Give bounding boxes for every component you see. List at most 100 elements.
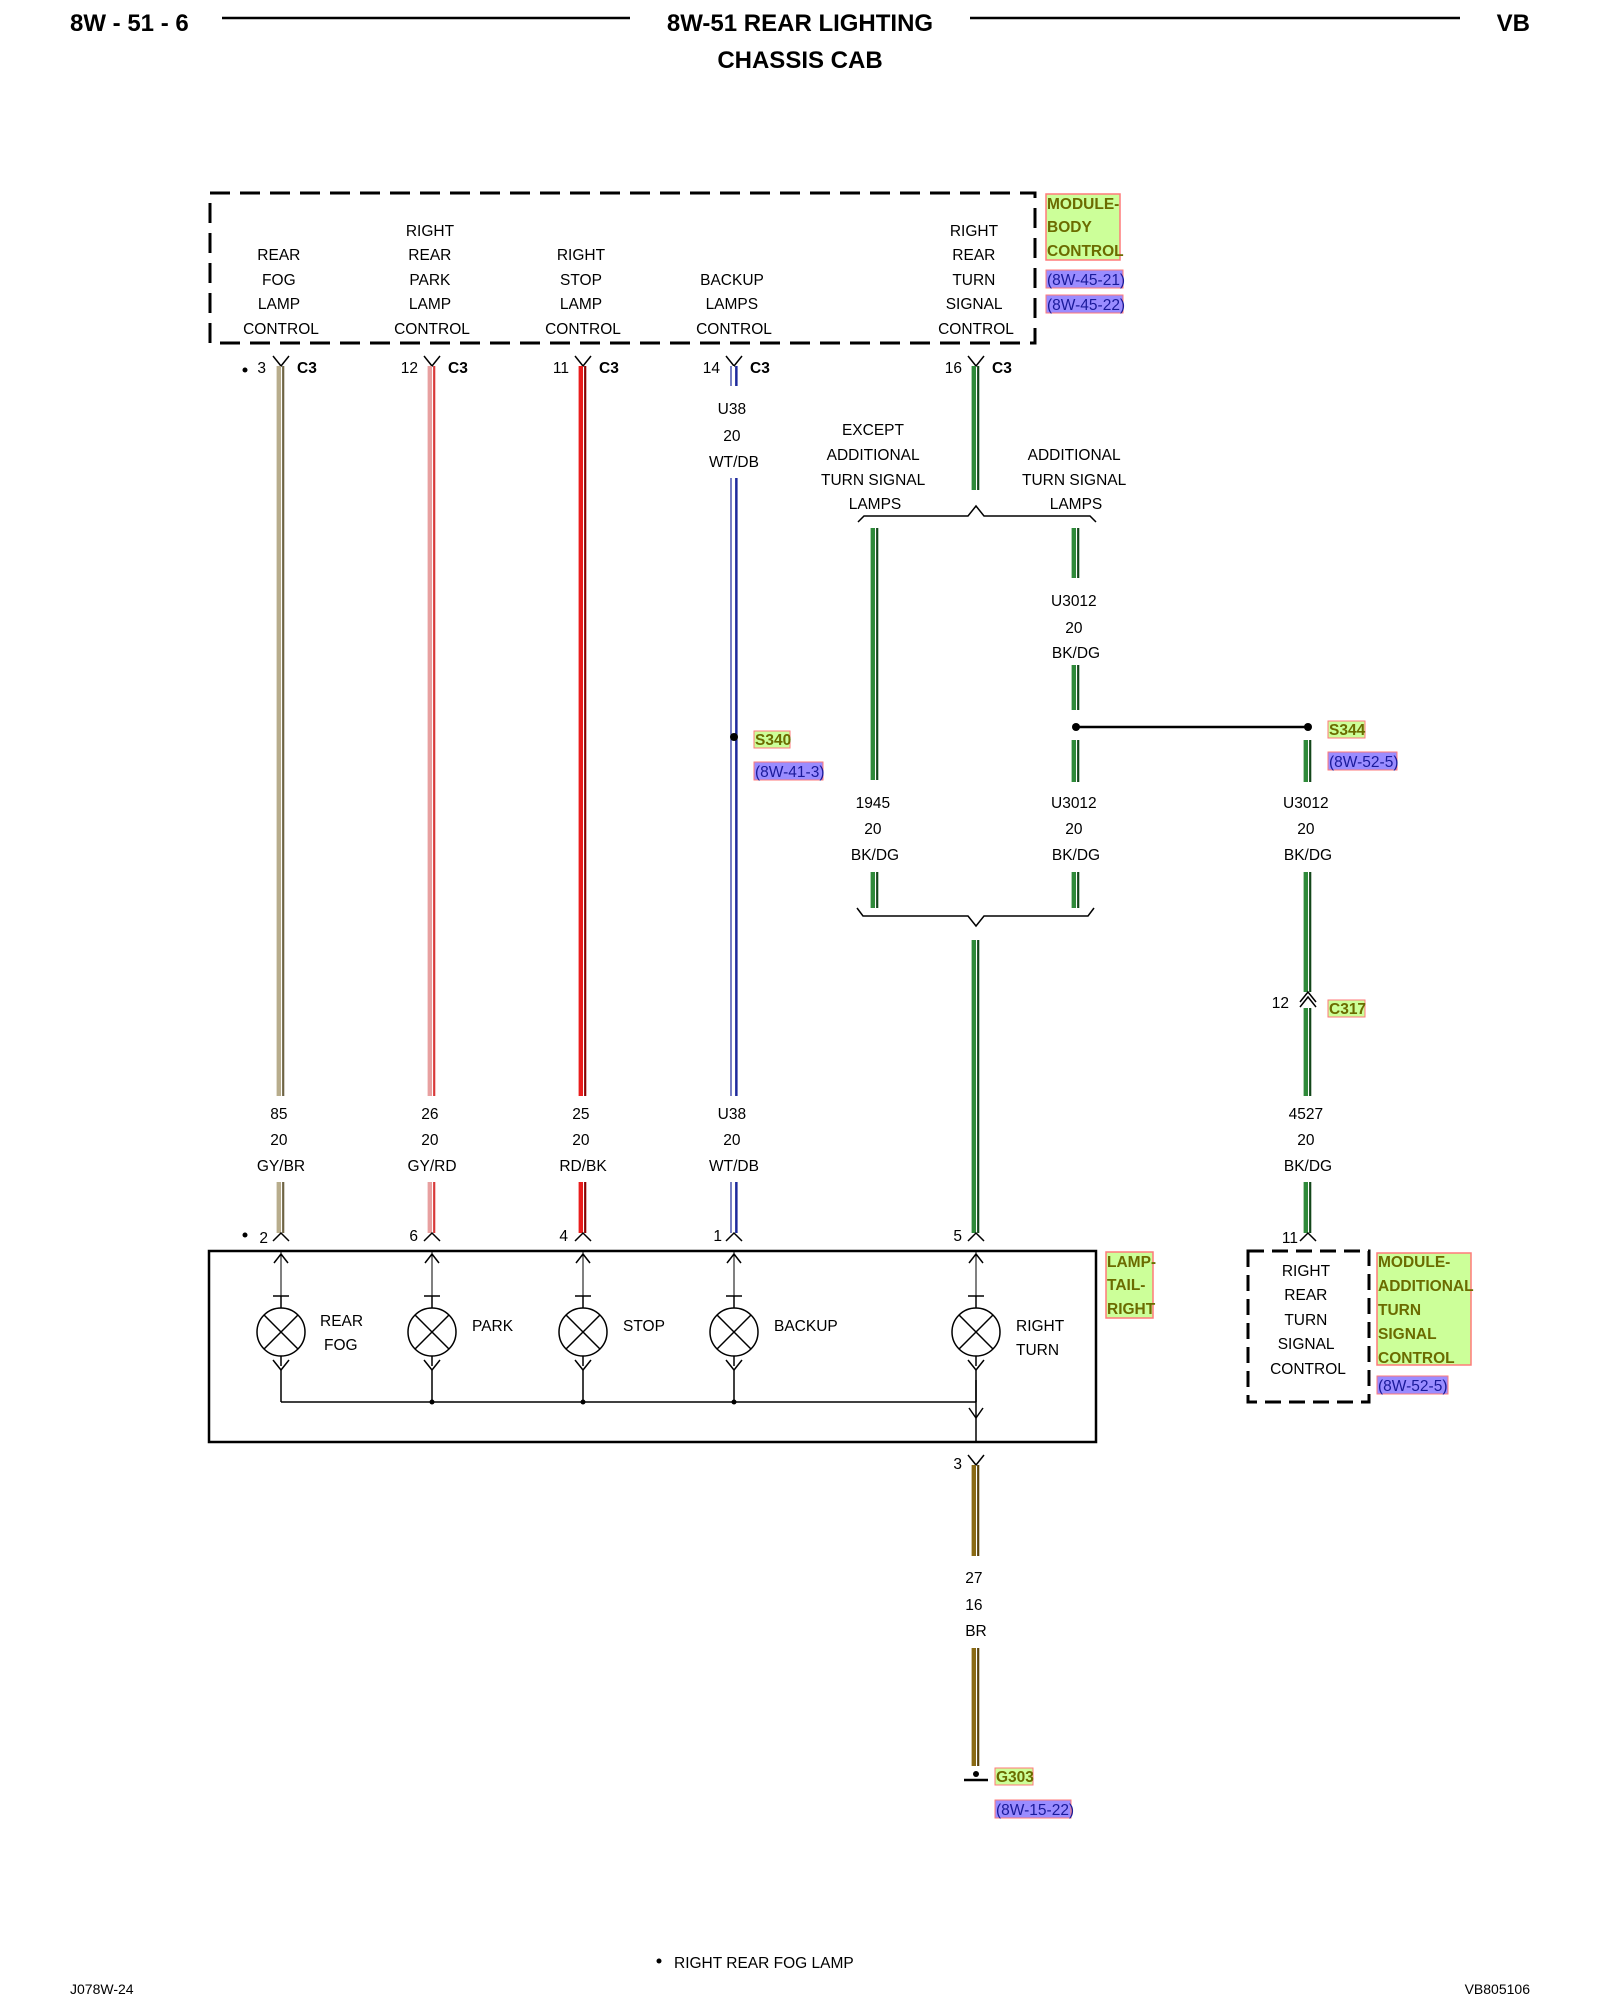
bcm-pin-fog: 3: [257, 360, 266, 377]
ground-chevron: [967, 1454, 985, 1467]
lamp-ground-arrow: [968, 1407, 984, 1420]
wire-turn-from-bcm: [971, 366, 980, 490]
splice-s340-ref[interactable]: (8W-41-3): [753, 761, 824, 781]
wire-backup-lower: [729, 1182, 738, 1233]
lamp-pin-backup: 1: [713, 1228, 722, 1245]
splice-s344-tag[interactable]: S344: [1327, 720, 1366, 739]
wire-ground-upper: [971, 1465, 980, 1556]
wire-label-u3012-upper: U3012 20 BK/DG: [1051, 593, 1101, 662]
splice-s344-dot-right: [1304, 723, 1312, 731]
bulb-label-rear-fog: REAR FOG: [320, 1313, 367, 1354]
bulb-label-backup: BACKUP: [774, 1318, 838, 1335]
svg-text:MODULE- ADDITIONAL: MODULE- ADDITIONAL TURN SIGNAL CONTROL: [1378, 1254, 1478, 1367]
bcm-chevron-stop: [574, 355, 592, 368]
wire-label-ground: 27 16 BR: [965, 1570, 987, 1640]
wire-label-4527: 4527 20 BK/DG: [1284, 1106, 1332, 1175]
bcm-function-rear-fog: REAR FOG LAMP CONTROL: [243, 247, 319, 338]
wire-label-backup: U38 20 WT/DB: [709, 1106, 759, 1175]
wire-label-u3012-lower: U3012 20 BK/DG: [1051, 795, 1101, 864]
wire-fog-lower: [276, 1182, 285, 1233]
option-brace-top: [857, 504, 1097, 523]
turn-module-chevron: [1299, 1231, 1317, 1242]
connector-c317-symbol: [1299, 990, 1317, 1008]
svg-text:S344: S344: [1329, 722, 1366, 739]
svg-text:S340: S340: [755, 732, 791, 749]
wire-u3012-to-splice: [1071, 665, 1080, 710]
svg-text:(8W-52-5): (8W-52-5): [1329, 754, 1398, 771]
svg-text:(8W-52-5): (8W-52-5): [1378, 1378, 1447, 1395]
bcm-function-backup: BACKUP LAMPS CONTROL: [696, 272, 772, 338]
turn-module-tag[interactable]: MODULE- ADDITIONAL TURN SIGNAL CONTROL: [1376, 1252, 1478, 1367]
bcm-ref-link-1[interactable]: (8W-45-21): [1045, 269, 1125, 289]
bcm-connector-backup: C3: [750, 360, 770, 377]
bulb-right-turn: [951, 1251, 1001, 1402]
wire-1945-upper: [870, 528, 879, 780]
wire-label-park: 26 20 GY/RD: [407, 1106, 456, 1175]
svg-text:G303: G303: [996, 1769, 1034, 1786]
turn-signal-module-box: [1246, 1249, 1371, 1404]
bcm-connector-park: C3: [448, 360, 468, 377]
wire-1945-lower: [870, 872, 879, 908]
wire-fog-upper: [276, 366, 285, 1096]
bulb-park: [407, 1251, 457, 1405]
lamp-chevron-fog: [272, 1231, 290, 1242]
lamp-pin-turn: 5: [953, 1228, 962, 1245]
wires: [272, 355, 1317, 1766]
wire-label-stop: 25 20 RD/BK: [559, 1106, 607, 1175]
svg-text:(8W-45-22): (8W-45-22): [1047, 297, 1125, 314]
bcm-function-stop: RIGHT STOP LAMP CONTROL: [545, 247, 621, 338]
bcm-functions: REAR FOG LAMP CONTROL RIGHT REAR PARK LA…: [243, 223, 1014, 338]
svg-text:LAMP- TAIL- RIGHT: LAMP- TAIL- RIGHT: [1107, 1254, 1160, 1318]
connector-c317-tag[interactable]: C317: [1327, 999, 1366, 1018]
bcm-pin-backup: 14: [703, 360, 721, 377]
lamp-pins: 2 6 4 1 5 3: [242, 1228, 962, 1473]
bcm-chevron-fog: [272, 355, 290, 368]
bulbs: [256, 1251, 1001, 1442]
wire-4527-upper: [1303, 1008, 1312, 1096]
bulb-label-park: PARK: [472, 1318, 514, 1335]
bcm-function-turn: RIGHT REAR TURN SIGNAL CONTROL: [938, 223, 1014, 338]
ground-g303-tag[interactable]: G303: [994, 1767, 1034, 1786]
bcm-pins: 3 C3 12 C3 11 C3 14 C3 16 C3: [242, 360, 1012, 377]
lamp-chevron-stop: [574, 1231, 592, 1242]
wire-backup-upper: [729, 478, 738, 1096]
lamp-chevron-backup: [725, 1231, 743, 1242]
tail-lamp-box: [207, 1249, 1098, 1444]
svg-text:(8W-45-21): (8W-45-21): [1047, 272, 1125, 289]
bulb-labels: REAR FOG PARK STOP BACKUP RIGHT TURN: [320, 1313, 1065, 1359]
bcm-chevron-backup: [725, 355, 743, 368]
option-label-except: EXCEPT ADDITIONAL TURN SIGNAL LAMPS: [821, 422, 929, 513]
wire-ground-lower: [971, 1648, 980, 1766]
lamp-pin-park: 6: [409, 1228, 418, 1245]
bcm-module-tag[interactable]: MODULE- BODY CONTROL: [1045, 193, 1124, 261]
turn-module-pin: 11: [1282, 1230, 1298, 1247]
ground-g303-ref[interactable]: (8W-15-22): [994, 1799, 1074, 1819]
splice-s340-tag[interactable]: S340: [753, 730, 791, 749]
footer-note-dot: [656, 1958, 662, 1964]
fog-lamp-dot: [242, 367, 248, 373]
ground-symbol: [964, 1771, 988, 1782]
footer-left-code: J078W-24: [70, 1981, 134, 1997]
bcm-ref-link-2[interactable]: (8W-45-22): [1045, 294, 1125, 314]
splice-s344-dot-left: [1072, 723, 1080, 731]
wire-park-lower: [427, 1182, 436, 1233]
lamp-fog-dot: [242, 1232, 248, 1238]
wire-u3012-from-splice: [1071, 740, 1080, 782]
wire-u3012-module-top: [1303, 740, 1312, 782]
wire-park-upper: [427, 366, 436, 1096]
wire-u3012-top: [1071, 528, 1080, 578]
turn-module-ref[interactable]: (8W-52-5): [1376, 1375, 1449, 1395]
vehicle-code: VB: [1497, 10, 1530, 37]
body-control-module-box: [208, 191, 1037, 345]
tail-lamp-tag[interactable]: LAMP- TAIL- RIGHT: [1105, 1251, 1160, 1319]
bcm-connector-fog: C3: [297, 360, 317, 377]
wire-backup-stub: [729, 366, 738, 386]
lamp-chevron-park: [423, 1231, 441, 1242]
splice-s344-ref[interactable]: (8W-52-5): [1327, 751, 1398, 771]
bulb-backup: [709, 1251, 759, 1405]
lamp-chevron-turn: [967, 1231, 985, 1242]
turn-module-function: RIGHT REAR TURN SIGNAL CONTROL: [1270, 1263, 1346, 1378]
lamp-pin-fog: 2: [259, 1230, 268, 1247]
footer-note: RIGHT REAR FOG LAMP: [674, 1955, 854, 1972]
wire-stop-upper: [578, 366, 587, 1096]
